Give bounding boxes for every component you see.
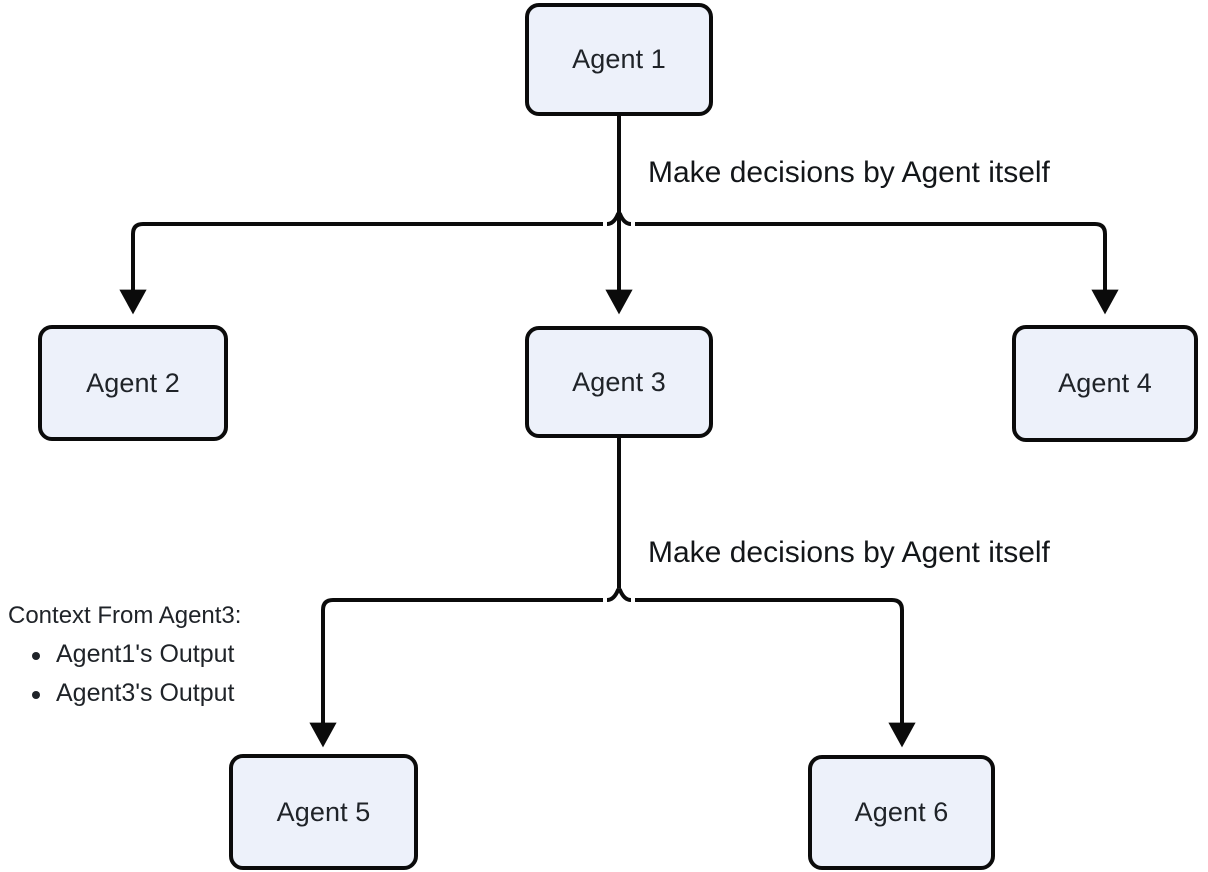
node-agent4[interactable]: Agent 4	[1012, 325, 1198, 442]
context-list: Agent1's Output Agent3's Output	[8, 642, 241, 706]
node-agent1[interactable]: Agent 1	[525, 3, 713, 116]
edge-label-top: Make decisions by Agent itself	[648, 156, 1050, 189]
edge-agent3-to-agent6	[618, 588, 902, 733]
edge-label-bottom: Make decisions by Agent itself	[648, 536, 1050, 569]
node-agent3[interactable]: Agent 3	[525, 326, 713, 438]
edge-agent1-to-agent2	[133, 212, 620, 300]
node-label: Agent 4	[1058, 368, 1152, 398]
list-item: Agent3's Output	[8, 681, 241, 706]
node-label: Agent 6	[854, 797, 949, 827]
node-label: Agent 3	[572, 366, 666, 397]
node-agent6[interactable]: Agent 6	[808, 755, 995, 870]
node-label: Agent 5	[276, 796, 371, 827]
edge-agent3-to-agent5	[323, 588, 620, 733]
node-agent2[interactable]: Agent 2	[38, 325, 228, 441]
node-label: Agent 1	[572, 44, 666, 74]
node-agent5[interactable]: Agent 5	[229, 754, 418, 870]
context-annotation: Context From Agent3: Agent1's Output Age…	[8, 604, 241, 706]
list-item: Agent1's Output	[8, 642, 241, 667]
context-title: Context From Agent3:	[8, 602, 242, 629]
node-label: Agent 2	[86, 367, 180, 398]
edge-agent1-to-agent4	[618, 212, 1105, 300]
